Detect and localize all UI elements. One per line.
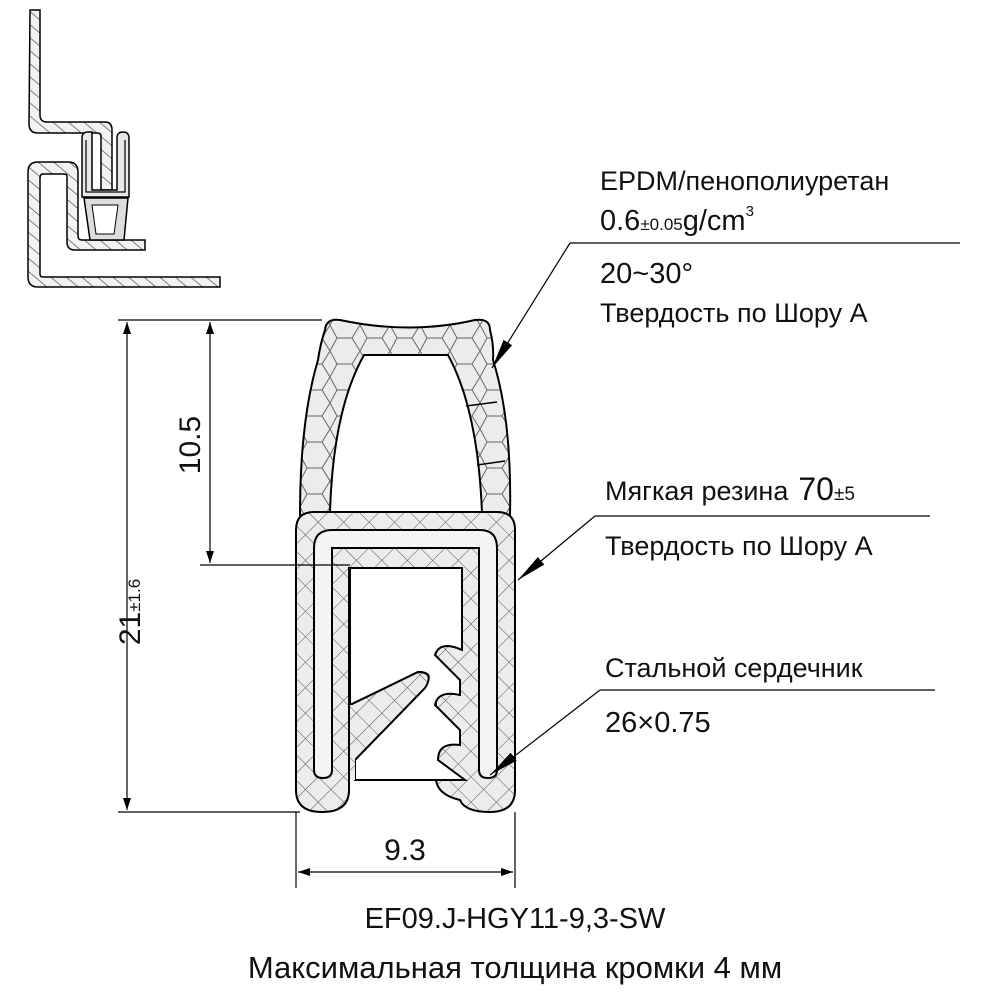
dimension-lines — [118, 319, 516, 888]
product-code: EF09.J-HGY11-9,3-SW — [365, 903, 666, 935]
bulb-height-dimension: 10.5 — [174, 416, 207, 474]
height-dimension: 21±1.6 — [114, 579, 147, 645]
seal-profile — [295, 318, 516, 814]
core-label: Стальной сердечник — [605, 653, 863, 683]
installation-inset — [27, 9, 221, 288]
core-size: 26×0.75 — [605, 707, 711, 739]
steel-core — [313, 529, 498, 780]
rubber-hardness-label: Твердость по Шору A — [605, 531, 873, 561]
max-edge-thickness: Максимальная толщина кромки 4 мм — [248, 950, 782, 985]
foam-material-label: EPDM/пенополиуретан — [600, 166, 889, 196]
foam-hardness-label: Твердость по Шору A — [600, 298, 868, 328]
foam-density: 0.6±0.05g/cm3 — [600, 203, 754, 237]
foam-hardness-value: 20~30° — [600, 258, 693, 290]
width-dimension: 9.3 — [384, 834, 426, 867]
leader-lines — [489, 242, 960, 776]
